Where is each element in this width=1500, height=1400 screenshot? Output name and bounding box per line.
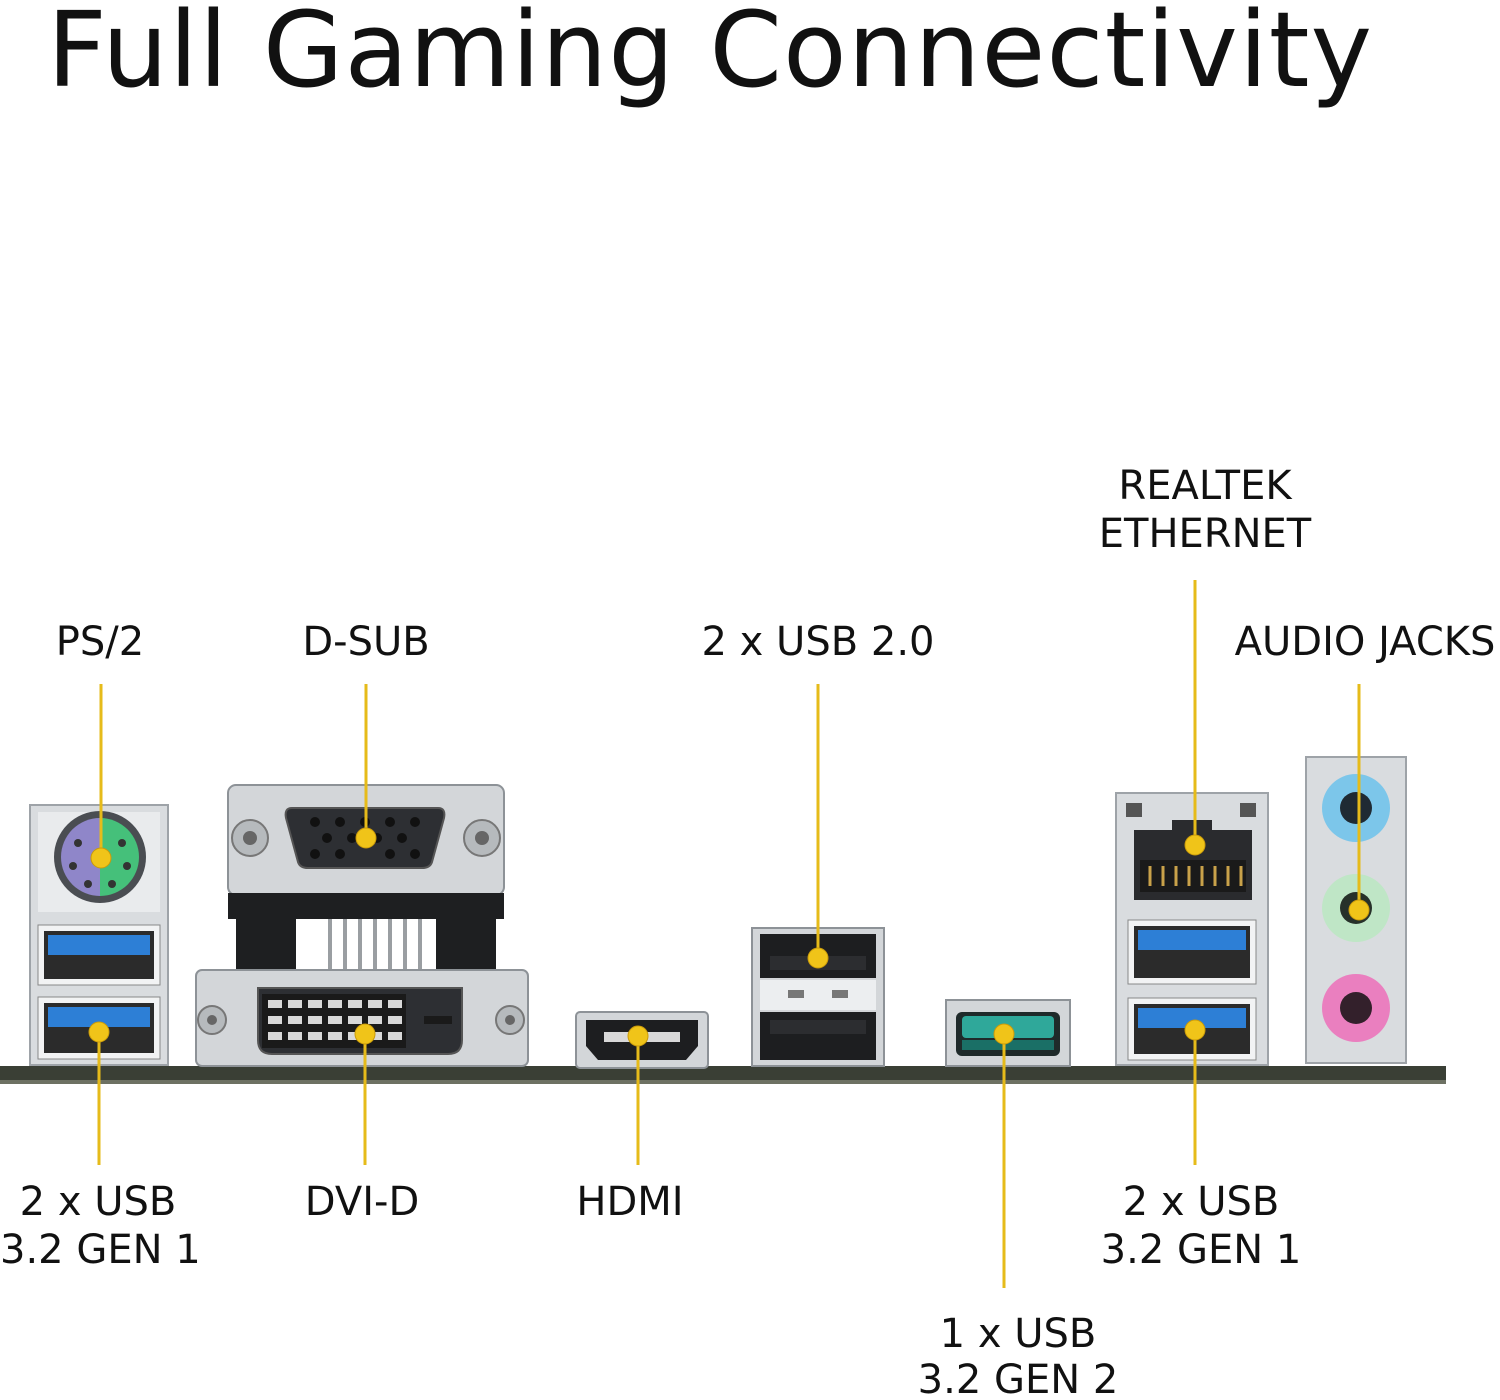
label-ps2: PS/2: [55, 619, 145, 665]
usb2-port-icon: [760, 1012, 876, 1060]
label-usb-right-line2: 3.2 GEN 1: [1100, 1227, 1302, 1273]
label-dvid: DVI-D: [304, 1179, 420, 1225]
label-usb-right-line1: 2 x USB: [1122, 1179, 1280, 1225]
label-usb-gen2-line2: 3.2 GEN 2: [917, 1357, 1119, 1400]
label-usb-left-line2: 3.2 GEN 1: [0, 1227, 201, 1273]
page-title: Full Gaming Connectivity: [46, 0, 1374, 111]
label-audio-jacks: AUDIO JACKS: [1234, 619, 1496, 665]
label-ethernet-line2: ETHERNET: [1098, 511, 1312, 557]
label-usb-gen2-line1: 1 x USB: [939, 1311, 1097, 1357]
audio-jacks-stack: [1305, 756, 1407, 1064]
leader-dots: [88, 827, 1370, 1047]
label-dsub: D-SUB: [302, 619, 430, 665]
motherboard-edge: [0, 1066, 1446, 1080]
dvid-connector: [195, 969, 529, 1067]
ethernet-usb-stack: [1115, 792, 1269, 1066]
label-hdmi: HDMI: [576, 1179, 684, 1225]
label-usb-left-line1: 2 x USB: [19, 1179, 177, 1225]
leader-lines: [97, 580, 1361, 1288]
label-ethernet-line1: REALTEK: [1118, 463, 1292, 509]
label-usb20: 2 x USB 2.0: [701, 619, 935, 665]
